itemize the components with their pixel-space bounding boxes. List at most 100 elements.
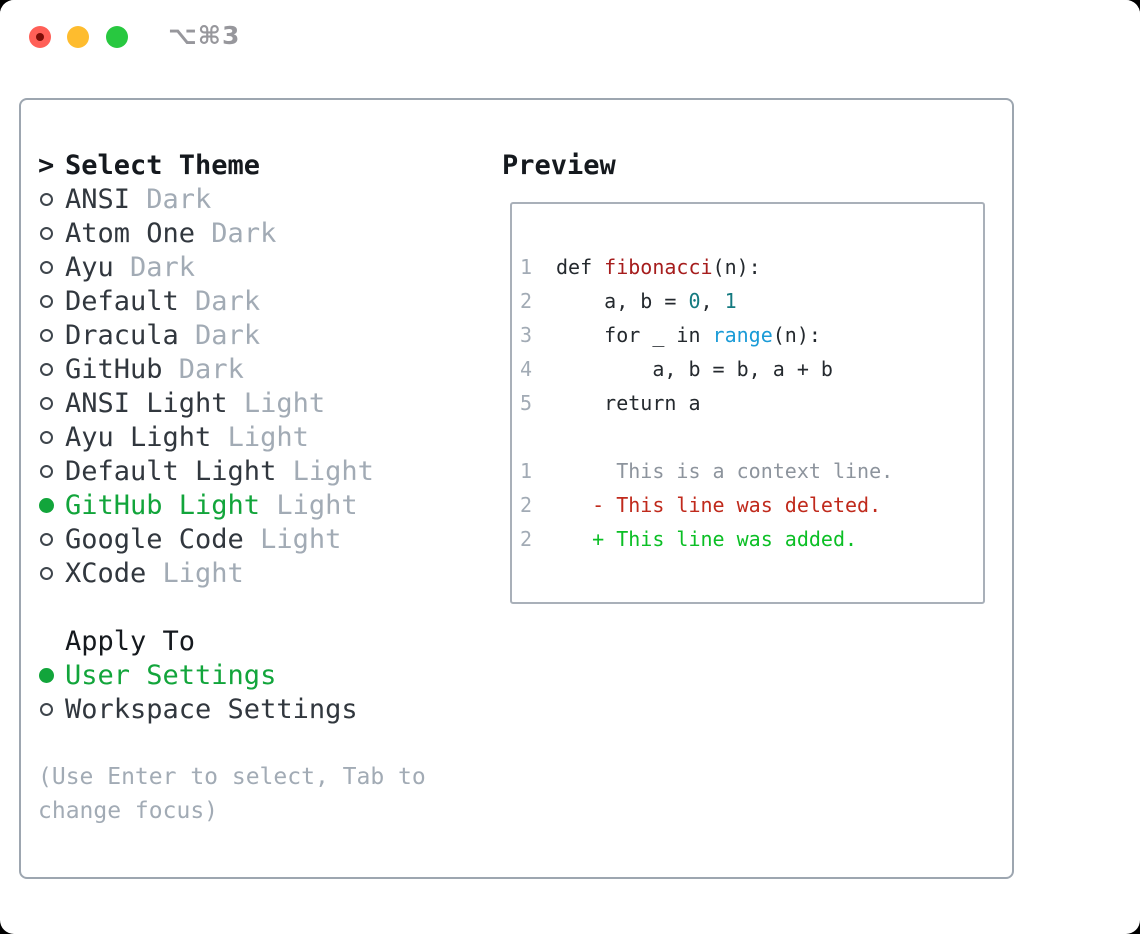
diff-sample: 1 This is a context line.2 - This line w… [519,454,983,556]
theme-variant-label: Light [243,523,342,555]
radio-icon [40,294,53,308]
code-token: return a [556,391,701,415]
code-token: 0 [688,289,701,313]
radio-wrap [38,226,65,240]
code-token: def [556,255,605,279]
theme-option-github-light[interactable]: GitHub Light Light [38,488,508,522]
theme-variant-label: Light [227,387,326,419]
apply-option-user-settings[interactable]: User Settings [38,658,508,692]
theme-variant-label: Dark [178,319,261,351]
theme-name-label: XCode [65,557,147,589]
theme-option-atom-one[interactable]: Atom One Dark [38,216,508,250]
theme-variant-label: Dark [130,183,212,215]
radio-wrap [38,430,65,444]
theme-variant-label: Dark [195,217,277,249]
apply-option-label: User Settings [65,659,277,691]
keyboard-hint-text: (Use Enter to select, Tab to change focu… [38,764,426,824]
diff-line-deleted: 2 - This line was deleted. [519,488,983,522]
radio-icon [40,464,53,478]
theme-name-label: Dracula [65,319,179,351]
line-number: 1 [519,459,532,483]
theme-name-label: GitHub [65,353,163,385]
theme-name-label: Default Light [65,455,277,487]
code-token: for _ in [556,323,713,347]
radio-wrap [38,532,65,546]
minimize-button-icon[interactable] [67,26,89,48]
theme-option-default[interactable]: Default Dark [38,284,508,318]
line-number: 1 [519,255,532,279]
radio-icon [40,532,53,546]
radio-icon [40,566,53,580]
theme-variant-label: Light [211,421,309,453]
theme-option-ansi-light[interactable]: ANSI Light Light [38,386,508,420]
radio-wrap [38,362,65,376]
radio-wrap [38,192,65,206]
apply-option-label: Workspace Settings [65,693,358,725]
theme-name-label: Default [65,285,179,317]
theme-option-github[interactable]: GitHub Dark [38,352,508,386]
radio-icon [39,667,54,683]
radio-wrap [38,702,65,716]
line-number: 4 [519,357,532,381]
code-token: range [712,323,773,347]
cursor-caret-icon: > [38,149,55,181]
theme-name-label: Ayu [65,251,114,283]
radio-wrap [38,464,65,478]
theme-variant-label: Light [260,489,358,521]
theme-variant-label: Light [276,455,374,487]
close-button-icon[interactable] [29,26,51,48]
theme-name-label: ANSI Light [65,387,228,419]
radio-icon [40,702,53,716]
preview-header: Preview [481,148,985,182]
theme-name-label: Google Code [65,523,244,555]
line-number: 3 [519,323,532,347]
theme-option-default-light[interactable]: Default Light Light [38,454,508,488]
code-token: a, b = [556,289,689,313]
code-token: fibonacci [604,255,713,279]
titlebar: ⌥⌘3 [0,0,1140,75]
diff-line-context: 1 This is a context line. [519,454,983,488]
theme-option-google-code[interactable]: Google Code Light [38,522,508,556]
apply-to-title: Apply To [65,625,196,657]
radio-wrap [38,328,65,342]
code-line: 1 def fibonacci(n): [519,250,983,284]
theme-option-ayu[interactable]: Ayu Dark [38,250,508,284]
radio-icon [40,226,53,240]
radio-wrap [38,294,65,308]
code-line: 5 return a [519,386,983,420]
line-number: 2 [519,493,532,517]
zoom-button-icon[interactable] [106,26,128,48]
section-gap [38,590,508,624]
apply-option-workspace-settings[interactable]: Workspace Settings [38,692,508,726]
theme-variant-label: Dark [178,285,261,317]
radio-wrap [38,667,65,683]
theme-option-ayu-light[interactable]: Ayu Light Light [38,420,508,454]
theme-variant-label: Light [146,557,244,589]
radio-icon [40,396,53,410]
radio-wrap [38,260,65,274]
theme-name-label: Atom One [65,217,196,249]
theme-option-dracula[interactable]: Dracula Dark [38,318,508,352]
theme-name-label: Ayu Light [65,421,212,453]
radio-icon [40,328,53,342]
line-number: 2 [519,289,532,313]
code-line: 4 a, b = b, a + b [519,352,983,386]
radio-icon [40,192,53,206]
radio-wrap [38,396,65,410]
window-shortcut-label: ⌥⌘3 [168,21,241,50]
theme-option-xcode[interactable]: XCode Light [38,556,508,590]
apply-to-header: Apply To [38,624,508,658]
code-token: (n): [712,255,761,279]
code-token: 1 [724,289,737,313]
theme-option-ansi[interactable]: ANSI Dark [38,182,508,216]
radio-icon [40,430,53,444]
theme-name-label: ANSI [65,183,131,215]
